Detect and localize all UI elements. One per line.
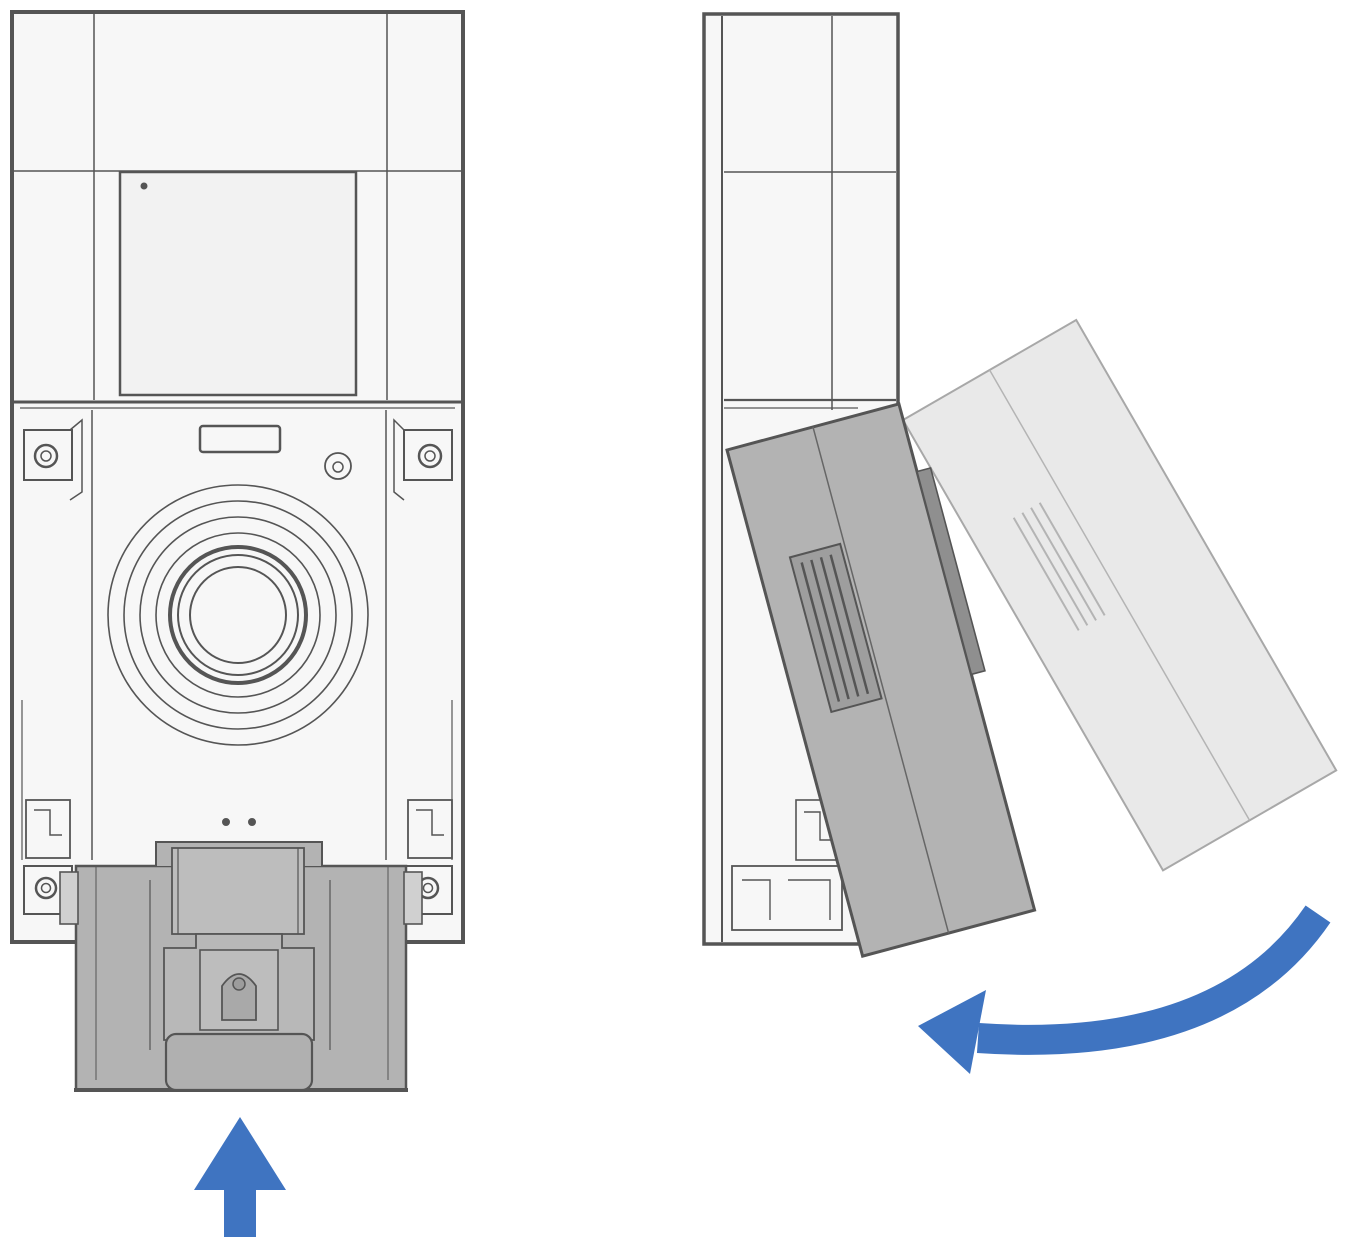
screw-icon	[33, 443, 59, 469]
indicator-dot	[248, 818, 256, 826]
battery-module-ghost	[901, 318, 1338, 872]
arrow-up-icon	[194, 1117, 286, 1237]
battery-vent-slats	[800, 554, 870, 702]
clip-detail	[34, 809, 62, 836]
battery-vent	[788, 542, 883, 714]
battery-ear	[403, 871, 423, 925]
battery-ear	[59, 871, 79, 925]
screw-icon-inner	[40, 450, 52, 462]
device-housing-front	[10, 10, 465, 944]
battery-seam	[812, 426, 950, 934]
sensor-slot	[198, 424, 282, 454]
battery-vent-ghost	[1012, 502, 1106, 631]
curved-arrow-head	[918, 990, 986, 1074]
clip-detail	[804, 811, 832, 841]
battery-tab-inner	[171, 847, 305, 935]
screw-icon	[417, 443, 443, 469]
screw-icon	[34, 876, 58, 900]
button-rings	[107, 484, 369, 746]
screw-icon-inner	[422, 882, 434, 894]
bottom-bracket-detail	[742, 879, 831, 920]
pull-tab	[164, 1032, 314, 1092]
indicator-dot	[222, 818, 230, 826]
curved-arrow-shaft	[976, 905, 1331, 1055]
battery-module-front	[59, 841, 423, 1092]
latch-bracket	[69, 418, 83, 501]
screw-mount	[23, 429, 73, 481]
screw-mount	[403, 429, 453, 481]
display-window	[118, 170, 358, 397]
screw-icon-inner	[424, 450, 436, 462]
status-dot	[140, 182, 148, 190]
bottom-bracket	[731, 865, 843, 931]
latch-bracket	[393, 418, 405, 501]
clip-mount	[25, 799, 71, 859]
release-button-dot	[232, 977, 246, 991]
curved-arrow-icon	[918, 905, 1331, 1074]
battery-module-side	[725, 402, 1037, 958]
camera-lens-icon	[332, 461, 344, 473]
screw-icon-inner	[40, 882, 52, 894]
front-view-panel	[10, 10, 465, 944]
clip-mount	[407, 799, 453, 859]
release-button	[221, 973, 257, 1021]
battery-side-grip	[916, 466, 986, 676]
camera-badge-icon	[324, 452, 352, 480]
clip-detail	[416, 809, 444, 836]
